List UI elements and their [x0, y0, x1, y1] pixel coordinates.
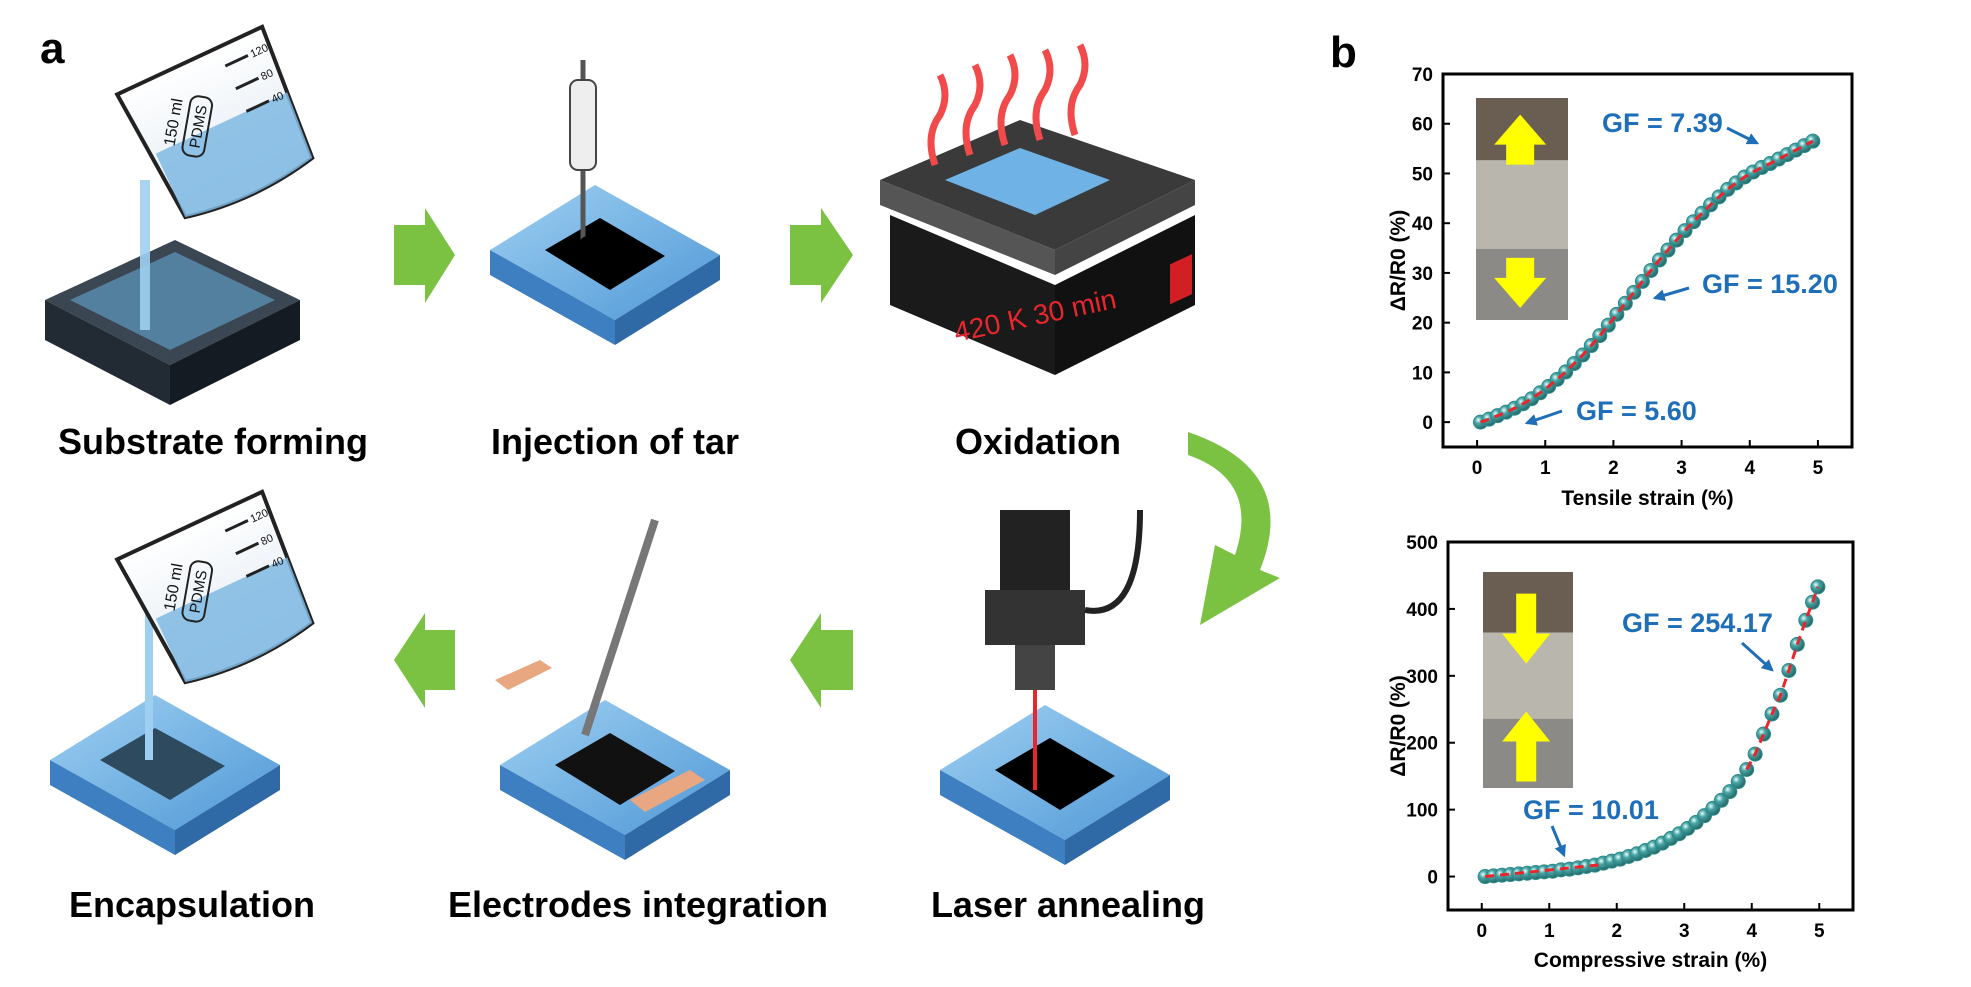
x-tick-label: 3: [1679, 921, 1690, 942]
step-label-oxidation: Oxidation: [954, 421, 1122, 462]
y-tick-label: 500: [1406, 533, 1438, 554]
x-tick-label: 2: [1611, 921, 1622, 942]
x-axis-label: Tensile strain (%): [1561, 487, 1733, 510]
yellow-arrow-icon: [1494, 257, 1547, 308]
plot-frame: [1446, 540, 1855, 912]
y-tick-label: 200: [1406, 734, 1438, 755]
gf-annotation: GF = 7.39: [1602, 108, 1723, 138]
x-tick-label: 2: [1608, 458, 1619, 479]
x-tick-label: 5: [1813, 458, 1824, 479]
y-tick-label: 50: [1412, 164, 1433, 185]
yellow-arrow-icon: [1494, 114, 1547, 165]
fit-line: [1484, 862, 1604, 879]
x-axis-label: Compressive strain (%): [1534, 949, 1767, 972]
step-label-injection-of-tar: Injection of tar: [490, 421, 740, 462]
y-tick-label: 300: [1406, 667, 1438, 688]
data-point: [1722, 784, 1738, 800]
panel-a-letter: a: [40, 24, 65, 73]
x-tick-label: 0: [1472, 458, 1483, 479]
gf-annotation: GF = 5.60: [1576, 396, 1697, 426]
tray-encapsulation: [50, 560, 280, 855]
y-axis-label: ΔR/R0 (%): [1387, 210, 1410, 311]
tray-electrodes: [495, 518, 730, 860]
arrow-left-icon: [790, 613, 853, 708]
y-tick-label: 100: [1406, 801, 1438, 822]
curved-arrow-icon: [1188, 432, 1280, 625]
y-tick-label: 40: [1412, 214, 1433, 235]
tray-injection: [490, 60, 720, 345]
x-tick-label: 4: [1746, 921, 1757, 942]
data-point: [1730, 774, 1746, 790]
annotation-arrow-icon: [1726, 126, 1760, 145]
step-label-encapsulation: Encapsulation: [68, 884, 316, 925]
y-tick-label: 10: [1412, 363, 1433, 384]
fit-line: [1745, 586, 1820, 771]
arrow-right-icon: [790, 208, 853, 303]
yellow-arrow-icon: [1502, 593, 1551, 664]
beaker-mark-80: 80: [259, 67, 275, 83]
gf-annotation: GF = 15.20: [1702, 269, 1838, 299]
beaker-mark-40: 40: [270, 555, 286, 571]
x-tick-label: 5: [1814, 921, 1825, 942]
y-tick-label: 70: [1412, 65, 1433, 86]
tray-laser: [940, 509, 1170, 865]
y-tick-label: 60: [1412, 115, 1433, 136]
x-tick-label: 1: [1544, 921, 1555, 942]
arrow-left-icon: [394, 613, 455, 708]
beaker-icon: 120 80 40 150 ml PDMS: [114, 24, 315, 220]
annotation-arrow-icon: [1652, 286, 1690, 302]
hotplate-illustration: 420 K 30 min: [880, 43, 1195, 375]
substrate-mold-illustration: [45, 180, 300, 405]
x-tick-label: 3: [1676, 458, 1687, 479]
yellow-arrow-icon: [1502, 711, 1551, 782]
x-tick-label: 1: [1540, 458, 1551, 479]
annotation-arrow-icon: [1524, 409, 1563, 426]
step-label-laser-annealing: Laser annealing: [930, 884, 1206, 925]
gf-annotation: GF = 254.17: [1622, 608, 1773, 638]
plot-frame: [1441, 72, 1854, 449]
fit-line: [1479, 139, 1814, 424]
x-tick-label: 0: [1476, 921, 1487, 942]
step-label-substrate-forming: Substrate forming: [57, 421, 369, 462]
annotation-arrow-icon: [1550, 825, 1566, 858]
beaker-mark-80: 80: [259, 532, 275, 548]
annotation-arrow-icon: [1740, 641, 1774, 672]
data-point: [1756, 726, 1772, 742]
y-tick-label: 400: [1406, 600, 1438, 621]
arrow-right-icon: [394, 208, 455, 303]
y-tick-label: 0: [1427, 868, 1438, 889]
y-axis-label: ΔR/R0 (%): [1387, 675, 1410, 776]
data-point: [1798, 612, 1814, 628]
y-tick-label: 30: [1412, 264, 1433, 285]
y-tick-label: 20: [1412, 314, 1433, 335]
y-tick-label: 0: [1422, 413, 1433, 434]
beaker-icon: 120 80 40 150 ml PDMS: [114, 489, 315, 685]
gf-annotation: GF = 10.01: [1523, 795, 1659, 825]
step-label-electrodes-integration: Electrodes integration: [447, 884, 829, 925]
x-tick-label: 4: [1744, 458, 1755, 479]
beaker-mark-40: 40: [270, 90, 286, 106]
panel-b-letter: b: [1330, 28, 1357, 77]
